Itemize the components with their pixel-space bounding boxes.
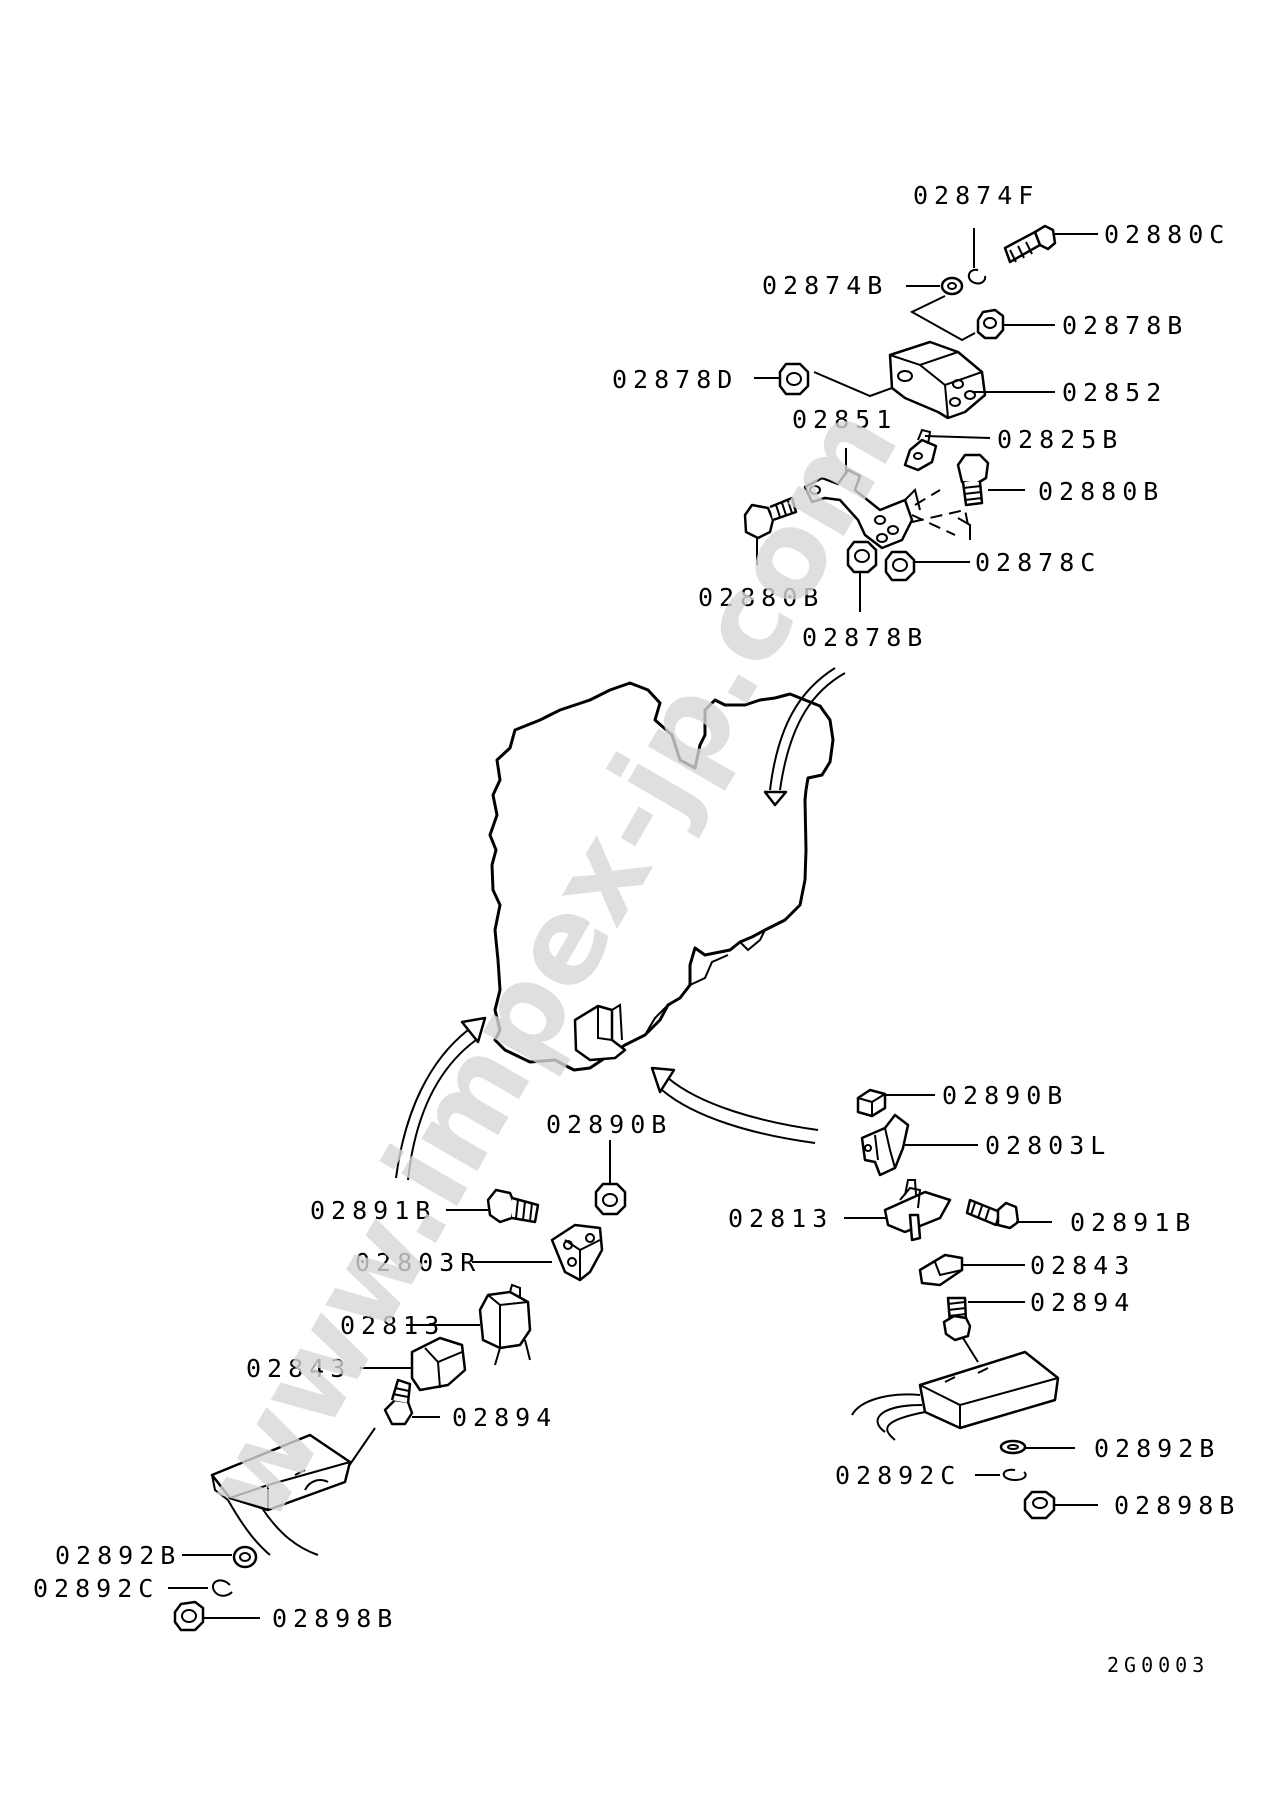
callout-label: 02813	[340, 1311, 445, 1340]
bolt-02880B-left	[743, 496, 798, 540]
callout-label: 02890B	[546, 1110, 672, 1139]
bolt-02880B-right	[956, 453, 990, 507]
nut-02878B-top	[976, 308, 1005, 340]
callout-label: 02874F	[913, 181, 1039, 210]
callout-label: 02878C	[975, 548, 1101, 577]
nut-02878C	[884, 550, 916, 582]
bolt-02880C	[1003, 224, 1057, 264]
callout-label: 02894	[1030, 1288, 1135, 1317]
assembly-line	[962, 1337, 979, 1363]
clip-02892C-left	[211, 1579, 233, 1597]
callout-label: 02880B	[1038, 477, 1164, 506]
pad-02843-left	[410, 1336, 467, 1392]
assembly-dash-line	[911, 514, 956, 536]
assembly-dash-line	[911, 489, 969, 526]
flow-arrow-right	[650, 1066, 819, 1144]
washer-02892B-left-hole	[239, 1552, 251, 1562]
frame-left	[210, 1433, 352, 1556]
bracket-02851	[803, 468, 921, 550]
callout-label: 02878D	[612, 365, 738, 394]
callout-label: 02891B	[310, 1196, 436, 1225]
callout-label: 02878B	[1062, 311, 1188, 340]
callout-label: 02898B	[1114, 1491, 1240, 1520]
bracket-02803R	[550, 1223, 604, 1282]
bracket-02803L	[860, 1113, 910, 1177]
callout-label: 02851	[792, 405, 897, 434]
callout-label: 02843	[1030, 1251, 1135, 1280]
frame-right	[851, 1350, 1060, 1441]
callout-label: 02852	[1062, 378, 1167, 407]
callout-label: 02803L	[985, 1131, 1111, 1160]
callout-label: 02874B	[762, 271, 888, 300]
bracket-02852	[888, 340, 987, 420]
callout-label: 02878B	[802, 623, 928, 652]
clip-02874F	[967, 268, 987, 285]
nut-02878D	[778, 362, 810, 396]
mount-02813-left	[478, 1283, 532, 1366]
callout-label: 02892B	[55, 1541, 181, 1570]
watermark: www.impex-jp.com	[175, 383, 925, 1544]
callout-label: 02813	[728, 1204, 833, 1233]
leader-lines	[168, 228, 1098, 1619]
engine-mount-detail	[597, 1006, 613, 1041]
washer-02874B-hole	[947, 282, 957, 290]
washer-02874B	[940, 276, 964, 296]
callout-label: 02898B	[272, 1604, 398, 1633]
nut-02878B-bottom	[846, 540, 878, 574]
engine-mount-bracket-left	[573, 1004, 627, 1062]
flow-arrow-left	[395, 1016, 487, 1181]
nut-02898B-left	[173, 1600, 205, 1632]
bolt-02894-left	[383, 1378, 414, 1426]
callout-label: 02894	[452, 1403, 557, 1432]
callout-label: 02880B	[698, 583, 824, 612]
engine-detail	[644, 1004, 669, 1036]
callout-label: 02892B	[1094, 1434, 1220, 1463]
bolt-02891B-right	[965, 1198, 1020, 1230]
clip-02892C-right	[1002, 1468, 1027, 1482]
assembly-line	[957, 517, 971, 540]
pad-02843-right	[918, 1253, 964, 1287]
callout-label: 02892C	[33, 1574, 159, 1603]
washer-02892B-right	[999, 1439, 1027, 1455]
washer-02892B-left	[232, 1545, 258, 1569]
assembly-line	[909, 295, 976, 342]
callout-label: 02843	[246, 1354, 351, 1383]
washer-02892B-right-hole	[1007, 1444, 1019, 1450]
engine-detail	[689, 954, 729, 986]
callout-label: 02803R	[355, 1248, 481, 1277]
callout-label: 02891B	[1070, 1208, 1196, 1237]
mount-02813-right	[883, 1179, 952, 1242]
callout-label: 02825B	[997, 425, 1123, 454]
diagram-code: 2G0003	[1107, 1653, 1209, 1677]
flow-arrow-top	[763, 667, 846, 807]
part-02825B	[903, 428, 938, 472]
bolt-02891B-left	[486, 1188, 540, 1224]
nut-02890B-right	[856, 1088, 887, 1118]
engine-mount-detail	[611, 1003, 623, 1041]
nut-02898B-right	[1023, 1490, 1056, 1520]
engine-detail	[739, 929, 766, 952]
callout-label: 02892C	[835, 1461, 961, 1490]
assembly-line	[813, 371, 893, 398]
callout-label: 02880C	[1104, 220, 1230, 249]
bolt-02894-right	[942, 1296, 972, 1342]
nut-02890B-left	[594, 1182, 627, 1216]
callout-label: 02890B	[942, 1081, 1068, 1110]
engine-outline	[488, 681, 835, 1072]
